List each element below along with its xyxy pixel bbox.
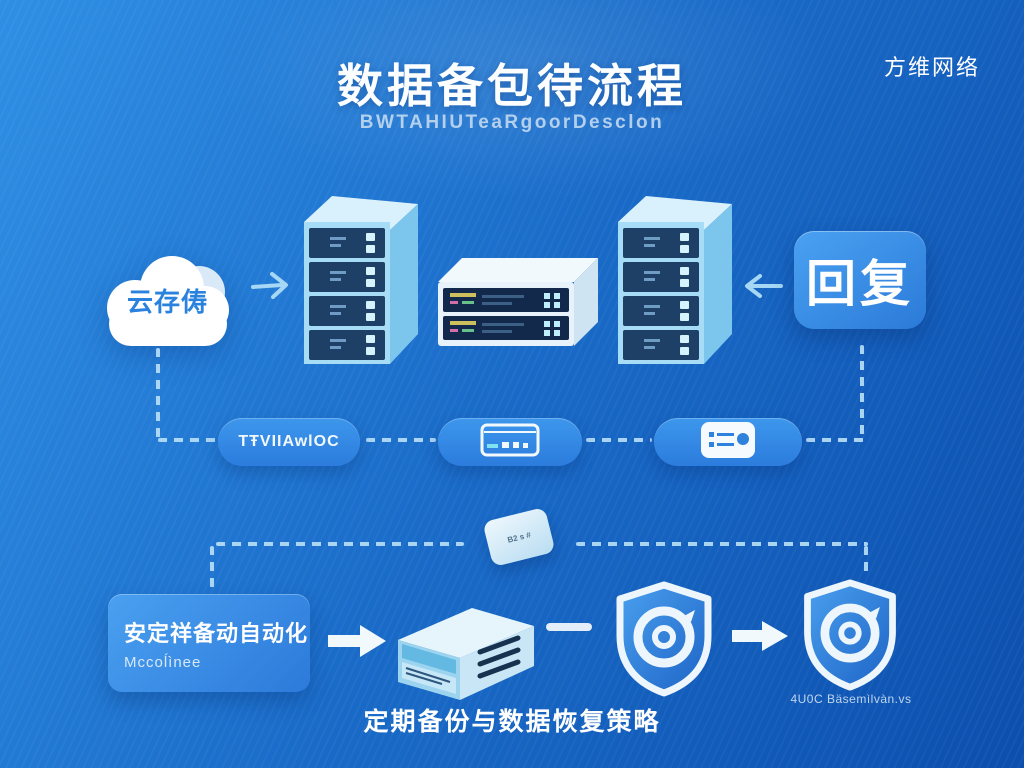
connector-line xyxy=(366,438,436,442)
cloud-label: 云存俦 xyxy=(126,287,208,317)
settings-card-icon xyxy=(700,421,756,464)
connector-line xyxy=(576,542,868,546)
page-subtitle: BWTAHIUTeaRgoorDesclon xyxy=(359,112,665,133)
connector-line xyxy=(216,542,464,546)
bold-arrow-icon xyxy=(732,618,792,659)
shield-icon xyxy=(612,580,716,703)
tag-pill-label: TŦVIIAwlOC xyxy=(238,433,340,450)
cloud-icon xyxy=(95,250,240,352)
server-tower-icon xyxy=(612,192,738,373)
connector-line xyxy=(156,348,160,440)
connector-line xyxy=(864,546,868,578)
card-pill xyxy=(438,418,582,466)
shield-icon xyxy=(798,578,902,697)
connector-line xyxy=(806,438,864,442)
storage-device-icon xyxy=(432,248,602,359)
chip-icon: B2 s # xyxy=(482,506,556,568)
connector-line xyxy=(210,546,214,588)
arrow-right-icon xyxy=(250,268,292,309)
connector-line xyxy=(158,438,220,442)
connector-dash xyxy=(546,623,592,631)
chip-label: B2 s # xyxy=(506,529,532,545)
settings-pill xyxy=(654,418,802,466)
brand-label: 方维网络 xyxy=(883,55,980,80)
server-box-icon xyxy=(392,596,540,717)
automation-badge: 安定祥备动自动化 Mccoĺìnee xyxy=(108,594,310,692)
server-tower-icon xyxy=(298,192,424,373)
page-title: 数据备包待流程 xyxy=(337,60,687,112)
arrow-left-icon xyxy=(742,270,784,307)
bold-arrow-icon xyxy=(328,622,390,665)
recover-button: 回复 xyxy=(794,231,926,329)
connector-line xyxy=(586,438,652,442)
connector-line xyxy=(860,345,864,440)
footer-caption: 定期备份与数据恢复策略 xyxy=(363,708,661,736)
tag-pill: TŦVIIAwlOC xyxy=(218,418,360,466)
shield-caption: 4U0C Bäsemìlvàn.vs xyxy=(790,692,912,706)
card-icon xyxy=(479,422,541,463)
badge-subtitle: Mccoĺìnee xyxy=(124,653,202,671)
badge-title: 安定祥备动自动化 xyxy=(124,620,309,646)
